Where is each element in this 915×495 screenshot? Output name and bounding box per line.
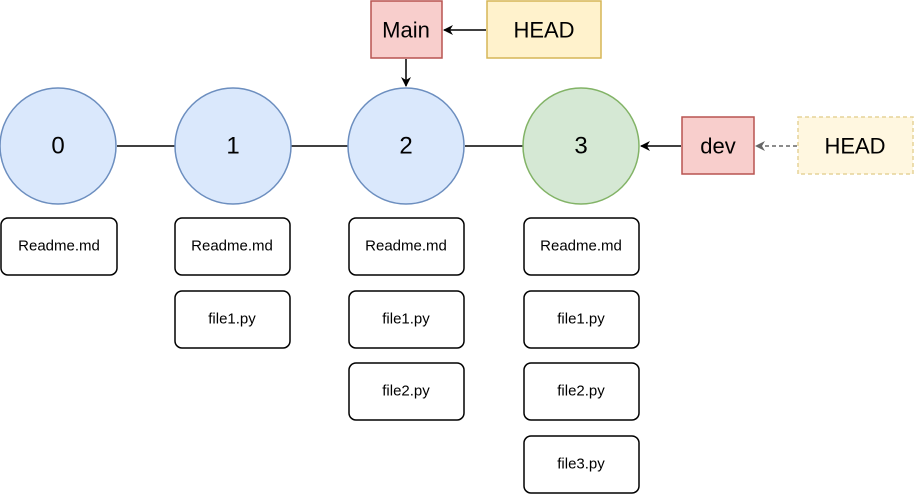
commit-node-3 bbox=[522, 87, 640, 205]
file-box: file1.py bbox=[348, 290, 465, 349]
file-name: file1.py bbox=[557, 311, 605, 328]
file-box: file3.py bbox=[523, 435, 640, 494]
head-dev-ref: HEAD bbox=[797, 116, 914, 175]
file-name: Readme.md bbox=[191, 238, 273, 255]
file-box: Readme.md bbox=[0, 217, 118, 276]
commit-label-3: 3 bbox=[574, 133, 587, 160]
head-main-label: HEAD bbox=[513, 18, 574, 43]
file-box: file1.py bbox=[174, 290, 291, 349]
commit-node-2 bbox=[347, 87, 465, 205]
commit-3: 3 bbox=[522, 87, 640, 205]
file-name: file1.py bbox=[208, 311, 256, 328]
dev-branch-ref: dev bbox=[681, 116, 755, 175]
commit-0: 0 bbox=[0, 87, 117, 205]
dev-branch-box bbox=[681, 116, 755, 175]
commit-node-0 bbox=[0, 87, 117, 205]
commit-3-files: Readme.md file1.py file2.py file3.py bbox=[523, 217, 640, 494]
head-main-ref: HEAD bbox=[486, 0, 602, 59]
main-branch-box bbox=[370, 0, 443, 59]
file-box: file2.py bbox=[348, 362, 465, 421]
file-name: file2.py bbox=[557, 383, 605, 400]
commit-node-1 bbox=[174, 87, 292, 205]
file-name: Readme.md bbox=[540, 238, 622, 255]
dev-branch-label: dev bbox=[700, 134, 735, 159]
file-box: file2.py bbox=[523, 362, 640, 421]
head-main-box bbox=[486, 0, 602, 59]
file-name: file1.py bbox=[382, 311, 430, 328]
commit-label-1: 1 bbox=[226, 133, 239, 160]
commit-0-files: Readme.md bbox=[0, 217, 118, 276]
file-box: Readme.md bbox=[523, 217, 640, 276]
head-dev-label: HEAD bbox=[824, 134, 885, 159]
commit-2-files: Readme.md file1.py file2.py bbox=[348, 217, 465, 421]
file-box: Readme.md bbox=[174, 217, 291, 276]
commit-label-0: 0 bbox=[51, 133, 64, 160]
file-box: file1.py bbox=[523, 290, 640, 349]
file-name: file3.py bbox=[557, 456, 605, 473]
main-branch-label: Main bbox=[382, 18, 430, 43]
file-box: Readme.md bbox=[348, 217, 465, 276]
file-name: Readme.md bbox=[365, 238, 447, 255]
head-dev-box bbox=[797, 116, 914, 175]
commit-1-files: Readme.md file1.py bbox=[174, 217, 291, 349]
commit-1: 1 bbox=[174, 87, 292, 205]
commit-2: 2 bbox=[347, 87, 465, 205]
commit-label-2: 2 bbox=[399, 133, 412, 160]
main-branch-ref: Main bbox=[370, 0, 443, 59]
file-name: file2.py bbox=[382, 383, 430, 400]
file-name: Readme.md bbox=[18, 238, 100, 255]
